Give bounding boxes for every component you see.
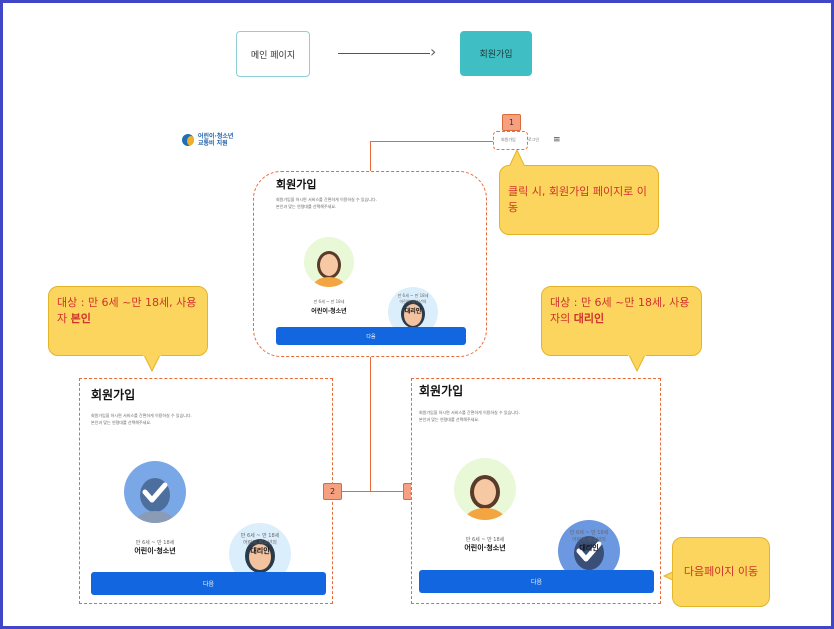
avatar-child[interactable] (454, 458, 516, 520)
connector-line (340, 491, 404, 492)
panel-title: 회원가입 (91, 388, 136, 402)
child-label: 어린이·청소년 (134, 547, 176, 555)
callout-target-self-text: 대상 : 만 6세 ~만 18세, 사용자 (57, 296, 197, 325)
panel-desc-1: 회원가입을 하시면 서비스를 간편하게 이용하실 수 있습니다. (91, 413, 192, 418)
proxy-label: 대리인 (404, 308, 422, 315)
proxy-label: 대리인 (579, 544, 599, 552)
panel-desc-1: 회원가입을 하시면 서비스를 간편하게 이용하실 수 있습니다. (276, 197, 377, 202)
flow-node-main-page: 메인 페이지 (236, 31, 310, 77)
child-label: 어린이·청소년 (464, 544, 506, 552)
next-button[interactable]: 다음 (419, 570, 654, 593)
signup-link-highlight (493, 131, 528, 150)
callout-next-page: 다음페이지 이동 (672, 537, 770, 607)
flow-node-main-page-label: 메인 페이지 (250, 50, 296, 61)
callout-target-proxy: 대상 : 만 6세 ~만 18세, 사용자의 대리인 (541, 286, 702, 356)
logo-line1: 어린이·청소년 (198, 133, 234, 140)
callout-tail (628, 355, 646, 373)
callout-signup-click: 클릭 시, 회원가입 페이지로 이동 (499, 165, 659, 235)
proxy-age: 만 6세 ~ 만 18세 (569, 530, 609, 536)
callout-target-self-highlight: 본인 (70, 312, 91, 325)
child-avatar-icon (313, 251, 345, 287)
connector-line (370, 141, 371, 171)
proxy-age: 만 6세 ~ 만 18세 (240, 533, 280, 539)
logo-line2: 교통비 지원 (198, 140, 228, 147)
signup-panel-top: 회원가입 회원가입을 하시면 서비스를 간편하게 이용하실 수 있습니다. 본인… (253, 171, 487, 357)
connector-line (370, 357, 371, 491)
next-button[interactable]: 다음 (276, 327, 466, 345)
panel-desc-2: 본인과 맞는 연령대를 선택해주세요. (91, 420, 152, 425)
proxy-label: 대리인 (250, 547, 270, 555)
callout-signup-click-text: 클릭 시, 회원가입 페이지로 이동 (508, 185, 647, 214)
flow-arrow-line (338, 53, 430, 54)
chevron-right-icon: › (430, 42, 437, 61)
connector-line (370, 141, 493, 142)
child-avatar-icon (465, 475, 505, 520)
signup-panel-proxy: 회원가입 회원가입을 하시면 서비스를 간편하게 이용하실 수 있습니다. 본인… (411, 378, 661, 604)
avatar-child[interactable] (304, 237, 354, 287)
callout-target-proxy-text: 대상 : 만 6세 ~만 18세, 사용자의 (550, 296, 690, 325)
next-button[interactable]: 다음 (91, 572, 326, 595)
header-login-link[interactable]: 로그인 (528, 137, 540, 142)
header-signup-link[interactable]: 회원가입 (501, 137, 516, 142)
panel-desc-1: 회원가입을 하시면 서비스를 간편하게 이용하실 수 있습니다. (419, 410, 520, 415)
panel-desc-2: 본인과 맞는 연령대를 선택해주세요. (276, 204, 337, 209)
callout-target-self: 대상 : 만 6세 ~만 18세, 사용자 본인 (48, 286, 208, 356)
hamburger-icon[interactable]: ≡ (553, 135, 561, 145)
flow-node-signup-label: 회원가입 (479, 50, 513, 60)
marker-1: 1 (502, 114, 521, 131)
logo-icon (182, 134, 194, 146)
callout-target-proxy-highlight: 대리인 (573, 312, 605, 325)
flow-node-signup: 회원가입 (460, 31, 532, 76)
avatar-child-selected[interactable] (124, 461, 186, 523)
proxy-sub: 어린이·청소년의 (243, 540, 277, 546)
marker-2: 2 (323, 483, 342, 500)
checkmark-icon (135, 478, 175, 523)
proxy-sub: 어린이·청소년의 (399, 299, 427, 304)
proxy-age: 만 6세 ~ 만 18세 (397, 293, 429, 298)
child-label: 어린이·청소년 (311, 308, 347, 315)
signup-panel-self: 회원가입 회원가입을 하시면 서비스를 간편하게 이용하실 수 있습니다. 본인… (79, 378, 333, 604)
panel-title: 회원가입 (276, 178, 317, 191)
site-logo[interactable]: 어린이·청소년 교통비 지원 (182, 133, 233, 147)
child-age: 만 6세 ~ 만 18세 (313, 299, 345, 304)
panel-desc-2: 본인과 맞는 연령대를 선택해주세요. (419, 417, 480, 422)
callout-tail (143, 355, 161, 373)
callout-next-page-text: 다음페이지 이동 (683, 565, 759, 578)
panel-title: 회원가입 (419, 384, 464, 398)
child-age: 만 6세 ~ 만 18세 (135, 540, 175, 546)
proxy-sub: 어린이·청소년의 (572, 537, 606, 543)
child-age: 만 6세 ~ 만 18세 (465, 537, 505, 543)
callout-tail (508, 150, 526, 168)
